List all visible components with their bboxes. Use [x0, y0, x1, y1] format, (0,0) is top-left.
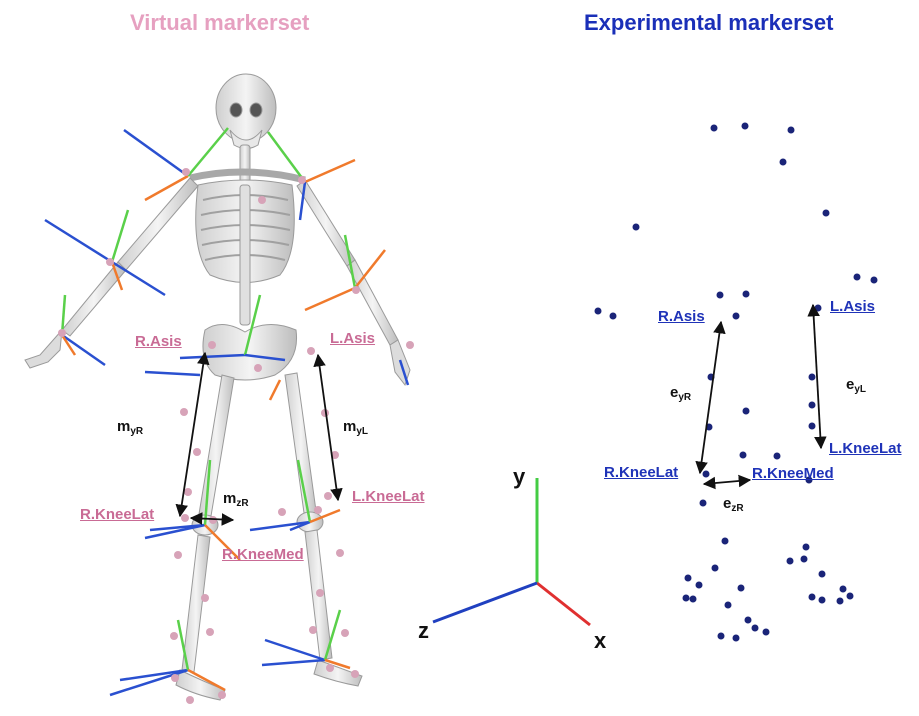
virtual-label-r-kneelat: R.KneeLat	[80, 507, 154, 522]
measure-myL-base: m	[343, 418, 356, 435]
skeleton-model	[25, 74, 410, 700]
global-axes	[433, 478, 590, 625]
measure-myL-sub: yL	[356, 426, 368, 437]
measure-myR-sub: yR	[130, 426, 143, 437]
measure-eyR-sub: yR	[678, 392, 691, 403]
experimental-label-l-asis: L.Asis	[830, 299, 875, 314]
measure-eyR: eyR	[670, 385, 691, 403]
measure-eyL: eyL	[846, 377, 866, 395]
measure-mzR-sub: zR	[236, 498, 248, 509]
virtual-label-r-kneemed: R.KneeMed	[222, 547, 304, 562]
virtual-label-r-asis: R.Asis	[135, 334, 182, 349]
arrow-myR	[180, 353, 205, 516]
virtual-label-l-kneelat: L.KneeLat	[352, 489, 425, 504]
experimental-label-r-kneelat: R.KneeLat	[604, 465, 678, 480]
experimental-label-r-kneemed: R.KneeMed	[752, 466, 834, 481]
axis-label-z: z	[418, 620, 429, 642]
arrow-ezR	[704, 480, 750, 484]
measure-mzR-base: m	[223, 490, 236, 507]
measure-myL: myL	[343, 419, 368, 437]
axis-label-x: x	[594, 630, 606, 652]
measure-myR-base: m	[117, 418, 130, 435]
measure-eyL-sub: yL	[854, 384, 866, 395]
arrow-myL	[318, 355, 338, 500]
measure-ezR-sub: zR	[731, 503, 743, 514]
experimental-label-r-asis: R.Asis	[658, 309, 705, 324]
axis-label-y: y	[513, 466, 525, 488]
experimental-markers	[595, 123, 878, 642]
experimental-arrows	[700, 305, 821, 484]
virtual-label-l-asis: L.Asis	[330, 331, 375, 346]
experimental-label-l-kneelat: L.KneeLat	[829, 441, 902, 456]
arrow-eyR	[700, 322, 721, 473]
measure-ezR: ezR	[723, 496, 744, 514]
measure-mzR: mzR	[223, 491, 249, 509]
measure-myR: myR	[117, 419, 143, 437]
